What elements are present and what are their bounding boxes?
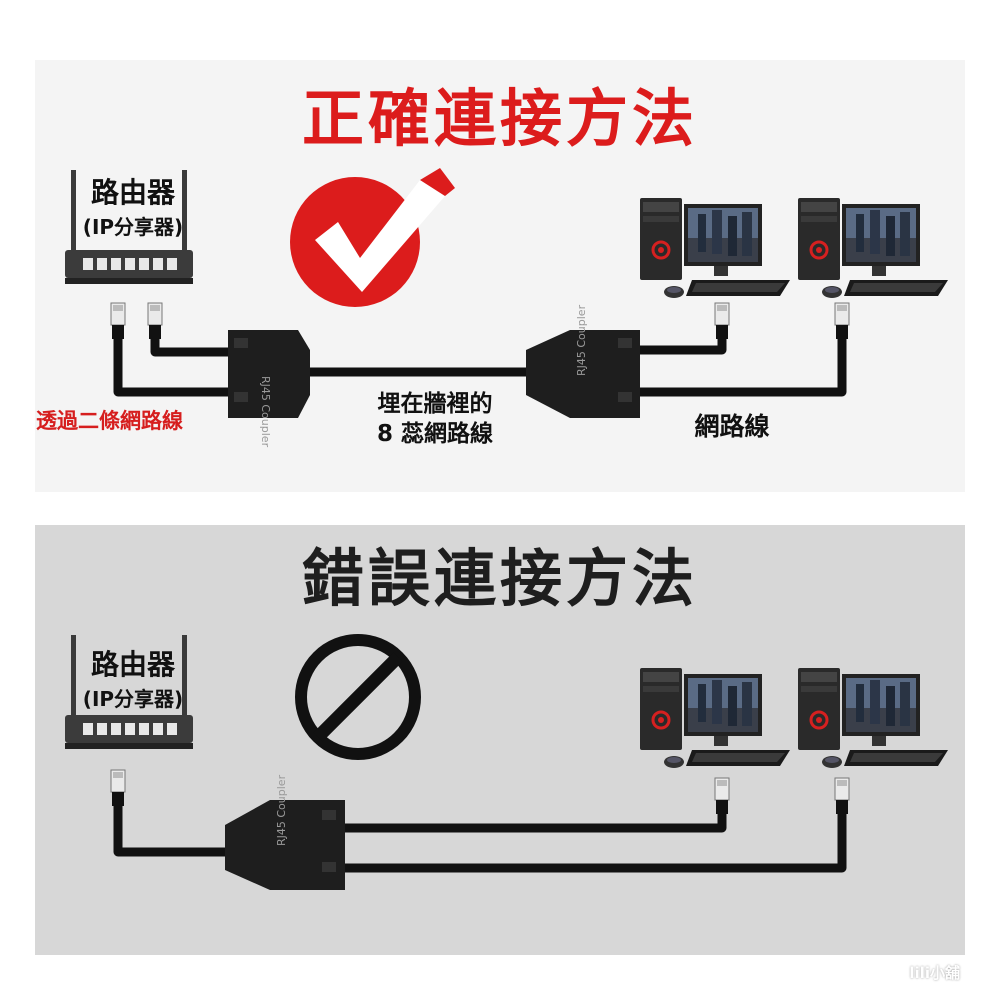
router-sublabel-wrong: (IP分享器) [70, 688, 196, 710]
cable-label: 網路線 [672, 413, 792, 441]
router-sublabel-correct: (IP分享器) [70, 216, 196, 238]
computer-1-wrong [640, 668, 790, 768]
coupler-text-right: RJ45 Coupler [575, 304, 588, 376]
correct-title: 正確連接方法 [0, 88, 1000, 150]
computer-2-correct [798, 198, 948, 298]
wall-label-line1: 埋在牆裡的 [350, 392, 520, 417]
plug-computer-1 [715, 303, 729, 339]
checkmark-circle-icon [290, 168, 455, 307]
plug-router-wrong [111, 770, 125, 806]
plug-router-2 [148, 303, 162, 339]
computer-2-wrong [798, 668, 948, 768]
plug-computer-2-wrong [835, 778, 849, 814]
router-label-wrong: 路由器 [78, 650, 188, 681]
two-cables-label: 透過二條網路線 [36, 410, 226, 433]
router-label-correct: 路由器 [78, 178, 188, 209]
prohibited-icon [301, 640, 415, 754]
watermark: lili小舖 [909, 962, 960, 983]
plug-router-1 [111, 303, 125, 339]
wrong-title: 錯誤連接方法 [0, 548, 1000, 610]
coupler-text-left: RJ45 Coupler [259, 376, 272, 448]
cables-correct [118, 335, 842, 392]
coupler-text-wrong: RJ45 Coupler [275, 774, 288, 846]
plug-computer-1-wrong [715, 778, 729, 814]
computer-1-correct [640, 198, 790, 298]
wall-label-line2: 8 蕊網路線 [350, 422, 520, 447]
plug-computer-2 [835, 303, 849, 339]
